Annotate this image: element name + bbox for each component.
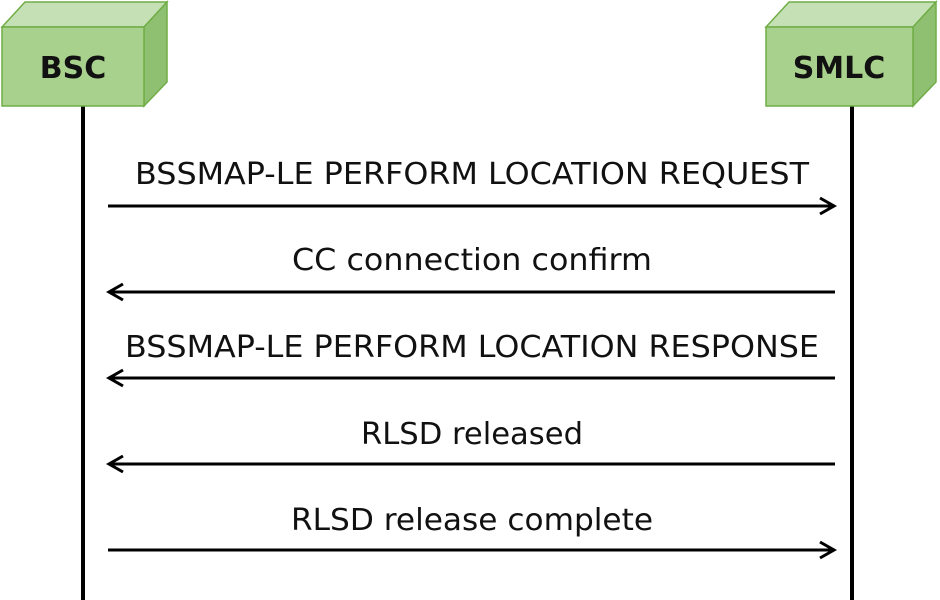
- message-2-label: CC connection confirm: [292, 243, 652, 278]
- message-4-label: RLSD released: [361, 417, 583, 452]
- message-4-arrowhead: [105, 454, 124, 474]
- message-3-label: BSSMAP-LE PERFORM LOCATION RESPONSE: [125, 330, 819, 365]
- message-1-arrowhead: [819, 196, 838, 216]
- message-5-arrowhead: [819, 540, 838, 560]
- smlc-box-front: [765, 26, 914, 107]
- message-5-label: RLSD release complete: [291, 503, 653, 538]
- smlc-box-top: [764, 1, 938, 28]
- message-3-arrowhead: [105, 368, 124, 388]
- message-1-label: BSSMAP-LE PERFORM LOCATION REQUEST: [135, 157, 810, 192]
- bsc-box-top: [0, 1, 169, 28]
- message-2-arrowhead: [105, 282, 124, 302]
- message-3: BSSMAP-LE PERFORM LOCATION RESPONSE: [105, 330, 835, 388]
- message-1: BSSMAP-LE PERFORM LOCATION REQUEST: [108, 157, 838, 216]
- message-5: RLSD release complete: [108, 503, 838, 560]
- bsc-box-front: [1, 26, 145, 107]
- message-4: RLSD released: [105, 417, 835, 474]
- smlc-entity-box: SMLC: [764, 0, 938, 108]
- bsc-label: BSC: [40, 51, 107, 86]
- message-2: CC connection confirm: [105, 243, 835, 302]
- bsc-entity-box: BSC: [0, 0, 169, 108]
- smlc-label: SMLC: [793, 51, 886, 86]
